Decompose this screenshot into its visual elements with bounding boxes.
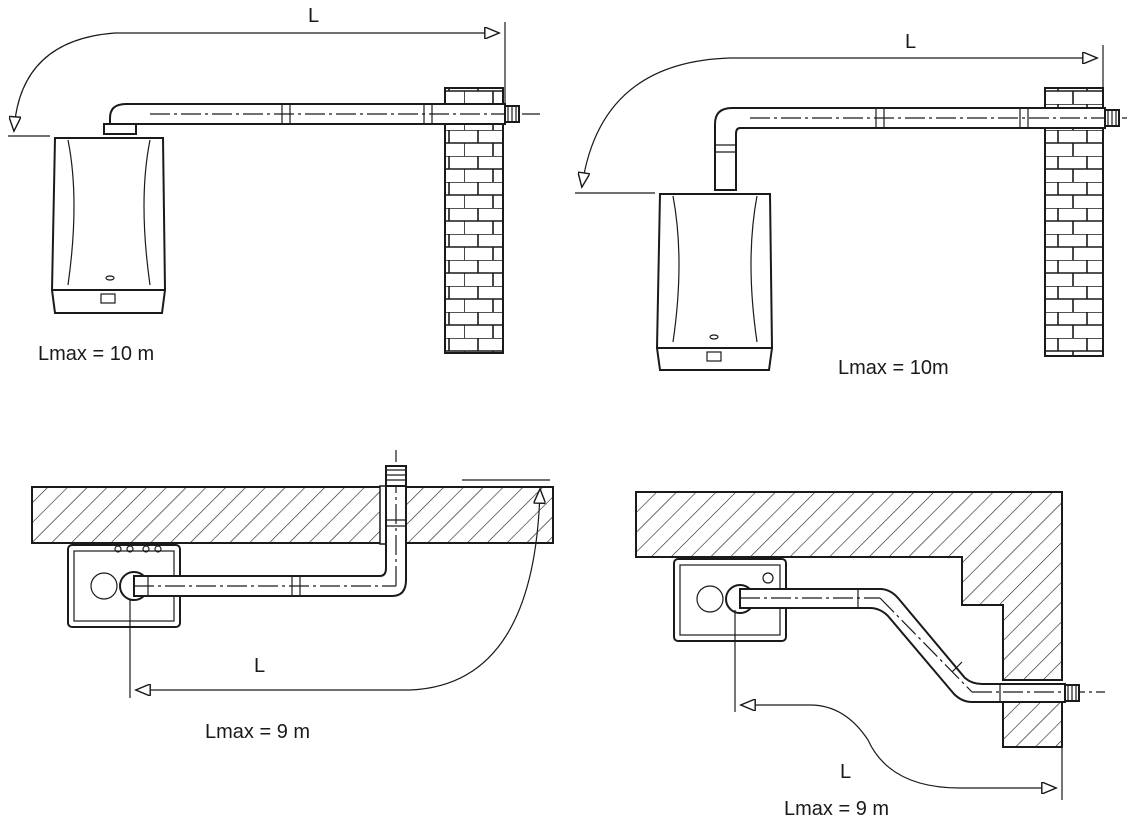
dimension-label: L [308,5,319,27]
boiler [50,137,167,314]
dimension-arrow [129,479,550,698]
lmax-label: Lmax = 9 m [784,798,889,820]
dimension-label: L [254,655,265,677]
wall-corner [635,491,1063,748]
dimension-arrow [575,45,1104,194]
brick-wall [444,87,504,354]
diagram-4: L Lmax = 9 m [635,491,1105,820]
lmax-label: Lmax = 10m [838,357,949,379]
flue-pipe [739,588,1105,703]
dimension-label: L [905,31,916,53]
diagram-3: L Lmax = 9 m [31,450,554,743]
dimension-label: L [840,761,851,783]
diagram-2: L Lmax = 10m [575,31,1127,379]
ceiling-slab [31,485,554,545]
lmax-label: Lmax = 9 m [205,721,310,743]
dimension-arrow [734,610,1063,800]
dimension-arrow [8,22,506,137]
diagram-1: L Lmax = 10 m [8,5,540,365]
lmax-label: Lmax = 10 m [38,343,154,365]
boiler [655,193,774,371]
